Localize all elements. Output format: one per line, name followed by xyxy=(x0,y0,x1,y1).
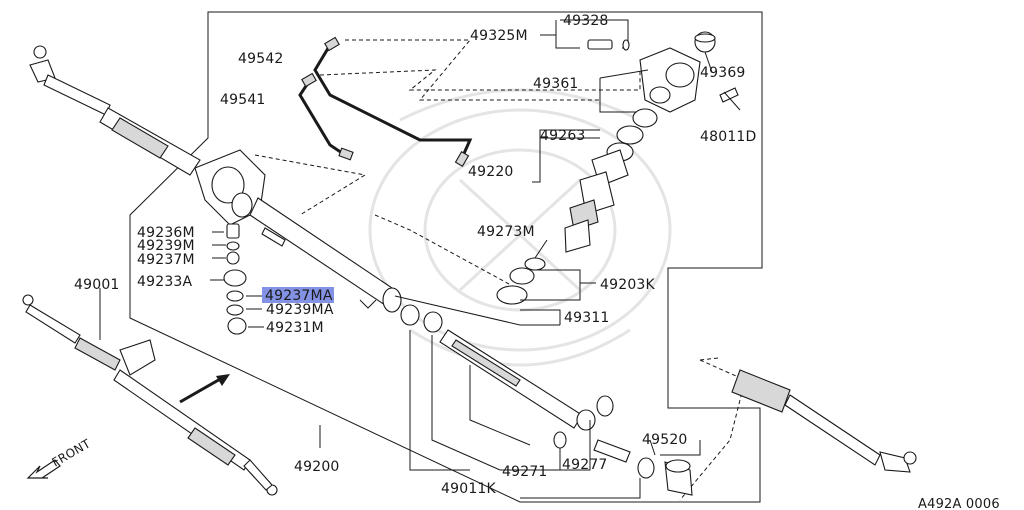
label-49541[interactable]: 49541 xyxy=(220,92,266,108)
dashed-guide-4 xyxy=(374,214,521,291)
pinion-49220 xyxy=(564,108,658,253)
label-49239M[interactable]: 49239M xyxy=(137,238,195,254)
label-49273M[interactable]: 49273M xyxy=(477,224,535,240)
label-49200[interactable]: 49200 xyxy=(294,459,340,475)
rack-49271 xyxy=(439,329,596,431)
reference-code: A492A 0006 xyxy=(918,497,1000,510)
label-48011D[interactable]: 48011D xyxy=(700,129,757,145)
assembly-outline xyxy=(129,11,763,503)
label-49271[interactable]: 49271 xyxy=(502,464,548,480)
label-49203K[interactable]: 49203K xyxy=(600,277,656,293)
label-49239MA[interactable]: 49239MA xyxy=(266,302,334,318)
label-49237M[interactable]: 49237M xyxy=(137,252,195,268)
pipe-49541 xyxy=(298,79,346,157)
rack-housing-49200 xyxy=(194,149,396,306)
part-labels: 49328 49325M 49542 49369 49541 49361 480… xyxy=(50,13,1000,510)
direction-arrow xyxy=(179,376,223,404)
label-49236M[interactable]: 49236M xyxy=(137,225,195,241)
ring-49273M xyxy=(524,257,546,271)
dashed-guide-1 xyxy=(345,39,600,101)
label-49325M[interactable]: 49325M xyxy=(470,28,528,44)
label-49328[interactable]: 49328 xyxy=(563,13,609,29)
label-49277[interactable]: 49277 xyxy=(562,457,608,473)
plug-stack xyxy=(223,223,247,335)
label-49311[interactable]: 49311 xyxy=(564,310,610,326)
tie-rod-right xyxy=(731,369,917,473)
valve-housing-49361 xyxy=(639,31,739,113)
label-49520[interactable]: 49520 xyxy=(642,432,688,448)
label-49263[interactable]: 49263 xyxy=(540,128,586,144)
dashed-guide-5 xyxy=(679,359,746,501)
tie-rod-left-upper xyxy=(29,45,201,176)
bolt-49328 xyxy=(587,39,613,50)
label-49237MA[interactable]: 49237MA xyxy=(265,288,333,304)
label-49542[interactable]: 49542 xyxy=(238,51,284,67)
dashed-guide-3 xyxy=(254,154,367,216)
label-49220[interactable]: 49220 xyxy=(468,164,514,180)
front-label: FRONT xyxy=(50,436,94,469)
label-49361[interactable]: 49361 xyxy=(533,76,579,92)
dashed-guide-2 xyxy=(319,69,641,91)
label-49231M[interactable]: 49231M xyxy=(266,320,324,336)
label-49233A[interactable]: 49233A xyxy=(137,274,193,290)
label-49369[interactable]: 49369 xyxy=(700,65,746,81)
steering-assembly-49001 xyxy=(22,294,278,496)
label-49001[interactable]: 49001 xyxy=(74,277,120,293)
label-49011K[interactable]: 49011K xyxy=(441,481,497,497)
selected-part-highlight xyxy=(262,287,334,303)
front-indicator xyxy=(26,459,61,479)
ring-49311a xyxy=(382,287,402,313)
